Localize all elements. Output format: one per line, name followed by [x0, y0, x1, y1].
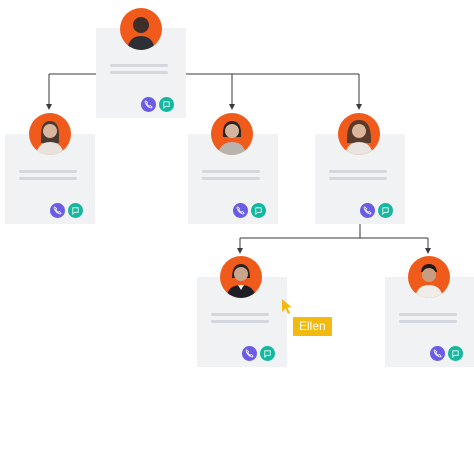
person-silhouette-icon [415, 264, 443, 298]
pointer-cursor-icon [282, 299, 292, 314]
card-actions [50, 203, 83, 218]
message-button[interactable] [260, 346, 275, 361]
message-button[interactable] [448, 346, 463, 361]
avatar-middle [211, 113, 253, 155]
text-placeholder-line [329, 170, 387, 173]
card-actions [242, 346, 275, 361]
text-placeholder-line [19, 177, 77, 180]
avatar-right [338, 113, 380, 155]
phone-icon [433, 349, 442, 358]
person-silhouette-icon [127, 17, 155, 50]
phone-icon [236, 206, 245, 215]
person-silhouette-icon [218, 121, 246, 155]
text-placeholder-line [329, 177, 387, 180]
chat-icon [72, 207, 79, 215]
call-button[interactable] [50, 203, 65, 218]
text-placeholder-line [110, 64, 168, 67]
avatar-root [120, 8, 162, 50]
text-placeholder-line [110, 71, 168, 74]
collaborator-cursor-label: Ellen [293, 317, 332, 336]
phone-icon [53, 206, 62, 215]
card-actions [233, 203, 266, 218]
text-placeholder-line [399, 320, 457, 323]
call-button[interactable] [233, 203, 248, 218]
avatar-left [29, 113, 71, 155]
arrowhead-right-child-1 [237, 248, 243, 254]
arrowhead-middle [229, 104, 235, 110]
text-placeholder-line [399, 313, 457, 316]
arrowhead-right [356, 104, 362, 110]
text-placeholder-line [202, 170, 260, 173]
card-actions [430, 346, 463, 361]
avatar-right-child-2 [408, 256, 450, 298]
chat-icon [382, 207, 389, 215]
chat-icon [264, 350, 271, 358]
phone-icon [245, 349, 254, 358]
text-placeholder-line [211, 320, 269, 323]
person-silhouette-icon [226, 264, 256, 298]
chat-icon [452, 350, 459, 358]
chat-icon [255, 207, 262, 215]
message-button[interactable] [159, 97, 174, 112]
text-placeholder-line [19, 170, 77, 173]
text-placeholder-line [202, 177, 260, 180]
arrowhead-left [46, 104, 52, 110]
phone-icon [363, 206, 372, 215]
message-button[interactable] [68, 203, 83, 218]
message-button[interactable] [251, 203, 266, 218]
call-button[interactable] [430, 346, 445, 361]
arrowhead-right-child-2 [425, 248, 431, 254]
person-silhouette-icon [345, 120, 373, 155]
call-button[interactable] [242, 346, 257, 361]
person-silhouette-icon [36, 121, 64, 155]
chat-icon [163, 101, 170, 109]
card-actions [360, 203, 393, 218]
message-button[interactable] [378, 203, 393, 218]
phone-icon [144, 100, 153, 109]
call-button[interactable] [141, 97, 156, 112]
text-placeholder-line [211, 313, 269, 316]
call-button[interactable] [360, 203, 375, 218]
avatar-right-child-1 [220, 256, 262, 298]
card-actions [141, 97, 174, 112]
